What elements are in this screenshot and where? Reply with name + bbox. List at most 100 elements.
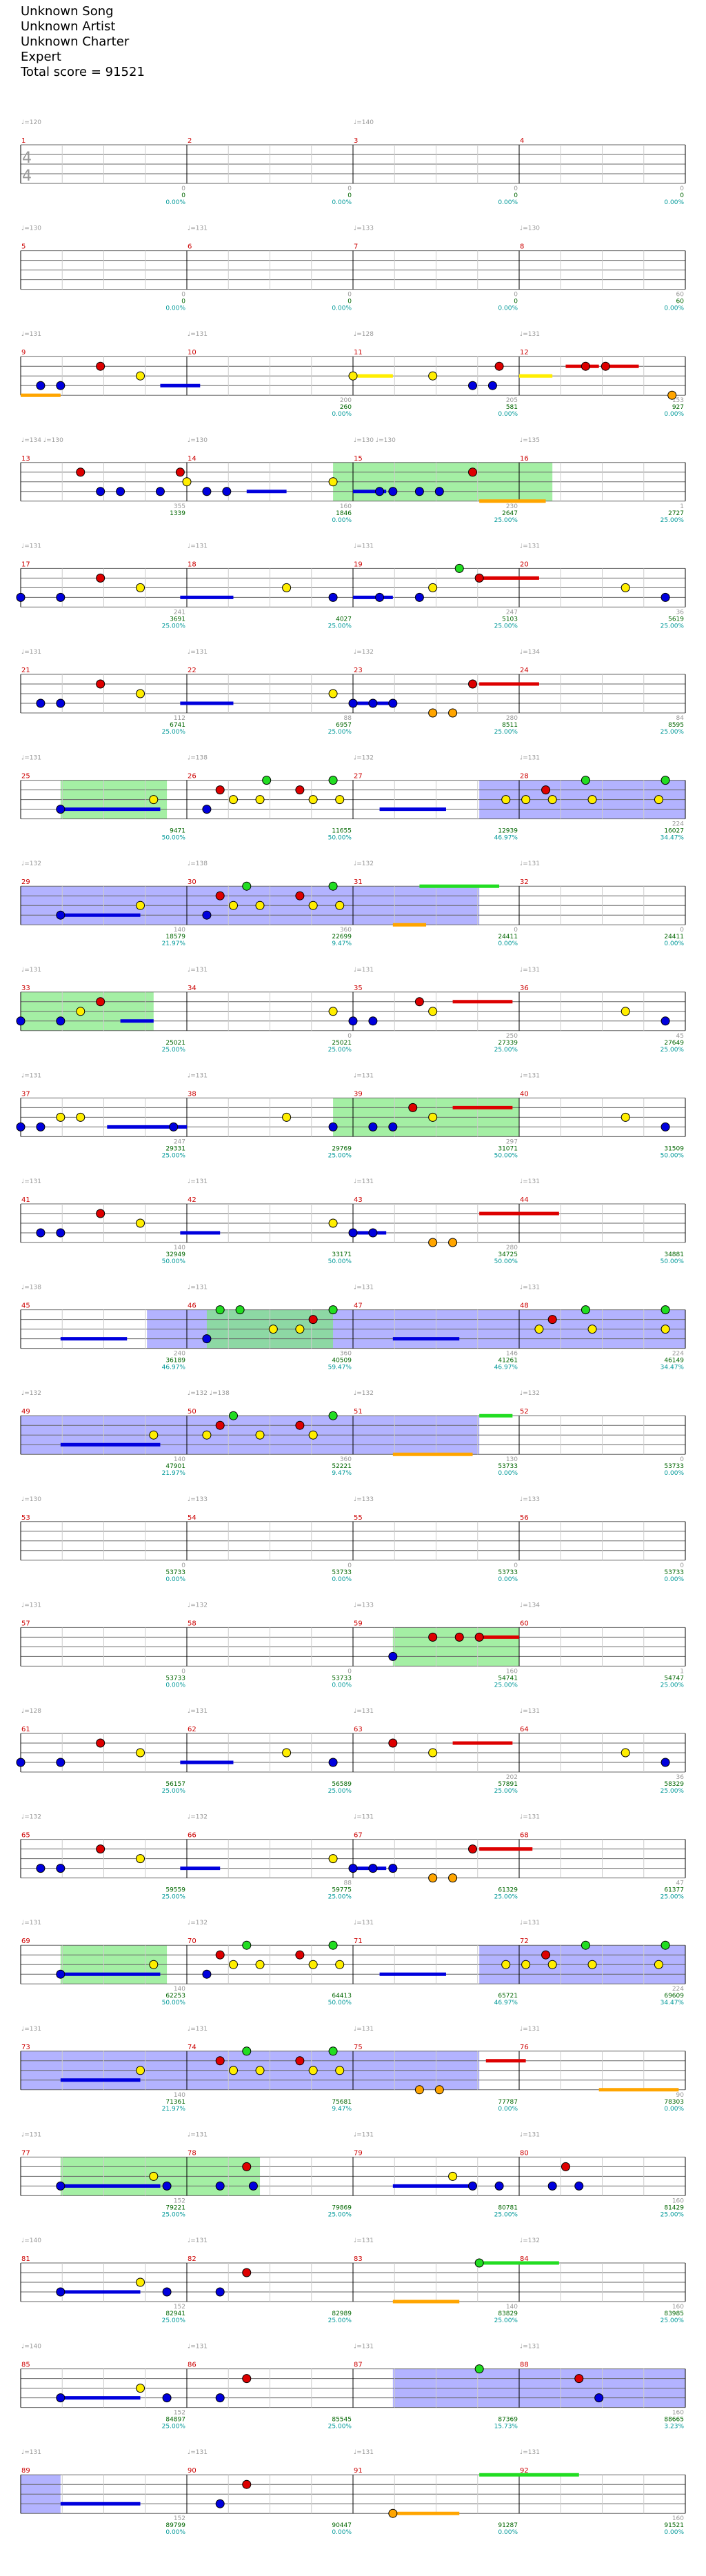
measure-number: 14 xyxy=(188,455,196,463)
note-count: 360 xyxy=(340,927,352,934)
bpm-marker: ♩=131 xyxy=(21,2449,41,2456)
measure-score: 61329 xyxy=(498,1887,518,1894)
note-gem xyxy=(574,2374,584,2384)
measure-score: 9471 xyxy=(170,828,185,835)
note-gem xyxy=(182,477,192,487)
note-gem xyxy=(76,1112,85,1122)
note-gem xyxy=(388,1864,398,1873)
note-gem xyxy=(494,361,504,371)
bpm-marker: ♩=131 xyxy=(354,1708,374,1715)
multiplier-percent: 46.97% xyxy=(494,1365,518,1371)
note-count: 0 xyxy=(347,1562,352,1569)
note-gem xyxy=(468,2181,478,2191)
chart-row: 65♩=1325955925.00%66♩=132885977525.00%67… xyxy=(20,1814,686,1901)
note-gem xyxy=(295,1325,305,1334)
note-count: 160 xyxy=(672,2304,684,2311)
multiplier-percent: 25.00% xyxy=(660,1788,685,1795)
note-gem xyxy=(56,1112,65,1122)
note-gem xyxy=(255,1430,265,1440)
note-gem xyxy=(282,583,292,592)
multiplier-percent: 0.00% xyxy=(498,2529,518,2536)
bpm-marker: ♩=133 xyxy=(188,1496,208,1503)
bpm-marker: ♩=131 xyxy=(354,1178,374,1185)
bpm-marker: ♩=130 xyxy=(21,225,41,232)
note-gem xyxy=(534,1325,544,1334)
measure-score: 8511 xyxy=(502,722,518,729)
note-count: 200 xyxy=(340,397,352,404)
multiplier-percent: 50.00% xyxy=(162,835,186,842)
measure-number: 91 xyxy=(354,2467,363,2475)
multiplier-percent: 50.00% xyxy=(162,1258,186,1265)
measure-number: 66 xyxy=(188,1832,196,1840)
multiplier-percent: 59.47% xyxy=(328,1365,352,1371)
measure-number: 48 xyxy=(520,1302,529,1310)
note-count: 140 xyxy=(174,1245,185,1251)
note-gem xyxy=(448,708,458,718)
note-gem xyxy=(388,1122,398,1131)
note-count: 0 xyxy=(514,1562,518,1569)
note-gem xyxy=(541,785,551,795)
measure-number: 38 xyxy=(188,1090,196,1098)
measure-number: 13 xyxy=(21,455,30,463)
chart-row: 57♩=1310537330.00%58♩=1320537330.00%59♩=… xyxy=(20,1602,686,1689)
note-gem xyxy=(228,900,238,910)
measure-number: 32 xyxy=(520,878,529,886)
measure-score: 29331 xyxy=(165,1145,185,1152)
measure-score: 54741 xyxy=(498,1675,518,1682)
note-gem xyxy=(428,1238,438,1247)
measure-score: 53733 xyxy=(498,1463,518,1470)
multiplier-percent: 9.47% xyxy=(332,2106,352,2113)
note-gem xyxy=(547,795,557,805)
measure-number: 36 xyxy=(520,985,529,992)
note-count: 202 xyxy=(506,1774,518,1781)
measure-number: 30 xyxy=(188,878,196,886)
note-count: 153 xyxy=(672,397,684,404)
multiplier-percent: 25.00% xyxy=(162,1894,186,1901)
multiplier-percent: 0.00% xyxy=(498,940,518,947)
measure-score: 40509 xyxy=(332,1358,352,1365)
measure-number: 69 xyxy=(21,1938,30,1945)
note-gem xyxy=(56,592,65,602)
note-gem xyxy=(175,467,185,477)
note-gem xyxy=(654,1960,663,1969)
measure-number: 55 xyxy=(354,1514,363,1522)
measure-score: 8595 xyxy=(668,722,684,729)
note-gem xyxy=(56,1864,65,1873)
multiplier-percent: 0.00% xyxy=(498,1576,518,1583)
note-gem xyxy=(454,563,464,573)
note-gem xyxy=(56,2287,65,2297)
note-gem xyxy=(149,1430,159,1440)
note-gem xyxy=(348,1228,358,1238)
measure-score: 0 xyxy=(514,192,518,199)
measure-number: 70 xyxy=(188,1938,196,1945)
bpm-marker: ♩=131 xyxy=(188,331,208,338)
note-gem xyxy=(295,1420,305,1430)
note-gem xyxy=(328,1305,338,1315)
note-gem xyxy=(487,381,497,390)
note-gem xyxy=(434,2085,444,2095)
note-count: 0 xyxy=(680,927,684,934)
bpm-marker: ♩=131 xyxy=(520,967,540,974)
note-gem xyxy=(660,592,670,602)
measure-score: 18579 xyxy=(165,934,185,940)
measure-number: 49 xyxy=(21,1408,30,1416)
measure-number: 20 xyxy=(520,561,529,568)
measure-score: 58329 xyxy=(664,1781,684,1788)
note-gem xyxy=(56,381,65,390)
measure-score: 36189 xyxy=(165,1358,185,1365)
measure-number: 15 xyxy=(354,455,363,463)
measure-score: 29769 xyxy=(332,1145,352,1152)
measure-number: 26 xyxy=(188,773,196,781)
measure-number: 44 xyxy=(520,1196,529,1204)
chart-row: 73♩=1311407136121.97%74♩=131756819.47%75… xyxy=(20,2026,686,2113)
bpm-marker: ♩=135 xyxy=(520,437,540,444)
bpm-marker: ♩=131 xyxy=(520,1178,540,1185)
multiplier-percent: 0.00% xyxy=(664,1576,684,1583)
bpm-marker: ♩=134 ♩=130 xyxy=(21,437,63,444)
note-gem xyxy=(654,795,663,805)
multiplier-percent: 25.00% xyxy=(494,729,518,736)
note-count: 1 xyxy=(680,503,684,510)
note-gem xyxy=(428,1007,438,1016)
note-count: 88 xyxy=(344,1880,352,1887)
measure-score: 27339 xyxy=(498,1040,518,1047)
